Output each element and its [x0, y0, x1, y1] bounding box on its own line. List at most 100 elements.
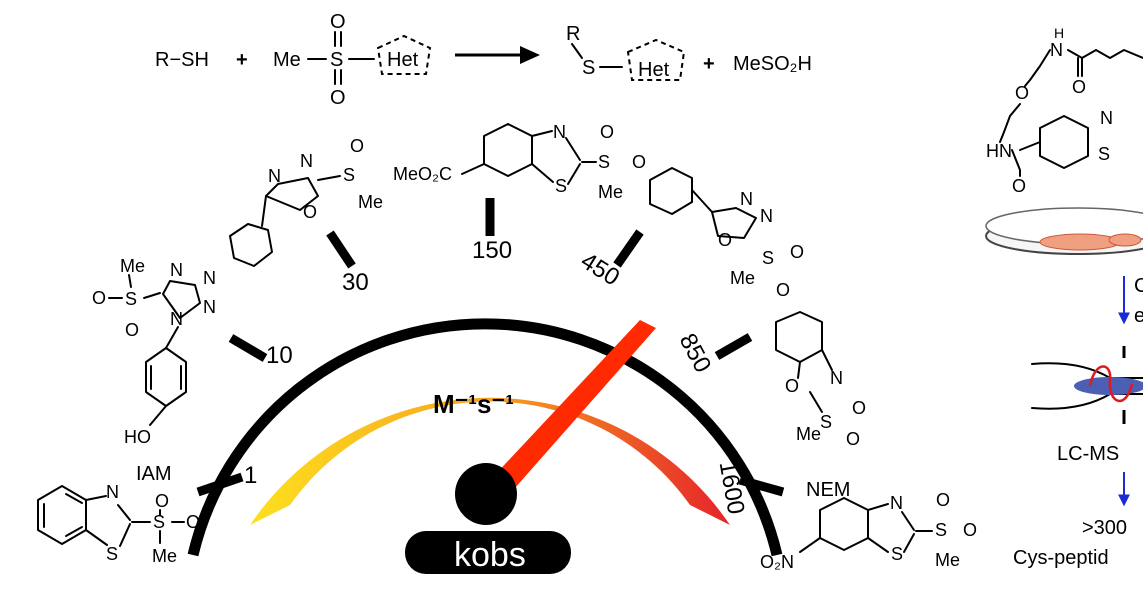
reagent-oxo-top: O	[330, 11, 346, 33]
molecule-4: MeO₂C N S S O O Me	[393, 122, 646, 202]
m6-atom-o3: O	[846, 429, 860, 449]
m2-atom-o2: O	[125, 320, 139, 340]
gauge-outer-rim	[187, 318, 783, 557]
product-heterocycle-ring	[626, 38, 686, 81]
m7-atom-s-ring: S	[891, 544, 903, 564]
m7-atom-o-right: O	[963, 520, 977, 540]
m1-atom-s: S	[153, 512, 165, 532]
m5-atom-o2: O	[790, 242, 804, 262]
m2-atom-n2: N	[203, 268, 216, 288]
gauge-needle	[478, 320, 656, 505]
workflow-result-1: >300	[1082, 517, 1127, 539]
product-het: Het	[638, 59, 670, 81]
tick-label-10: 10	[266, 342, 293, 369]
m7-atom-me: Me	[935, 550, 960, 570]
m7-atom-s: S	[935, 520, 947, 540]
m4-atom-me: Me	[598, 182, 623, 202]
linker-atom-o2: O	[1015, 83, 1029, 103]
m4-atom-s: S	[598, 152, 610, 172]
kobs-label: kobs	[454, 536, 526, 574]
iam-label: IAM	[136, 463, 172, 485]
reactant-thiol: R−SH	[155, 49, 209, 71]
m6-atom-me: Me	[796, 424, 821, 444]
m2-atom-ho: HO	[124, 427, 151, 447]
linker-atom-s: S	[1098, 144, 1110, 164]
m5-atom-n1: N	[740, 189, 753, 209]
m1-atom-s-ring: S	[106, 544, 118, 564]
linker-atom-hn: HN	[986, 141, 1012, 161]
linker-atom-o1: O	[1072, 77, 1086, 97]
molecule-6: N O S O O Me	[775, 311, 866, 449]
m2-atom-o: O	[92, 288, 106, 308]
molecule-7: O₂N N S S O O Me	[760, 490, 977, 572]
m7-atom-o-top: O	[936, 490, 950, 510]
reagent-oxo-bottom: O	[330, 87, 346, 109]
workflow-result-2: Cys-peptid	[1013, 547, 1109, 569]
m4-atom-ester: MeO₂C	[393, 164, 452, 184]
m3-atom-o2: O	[350, 136, 364, 156]
m5-atom-o: O	[718, 230, 732, 250]
byproduct: MeSO₂H	[733, 53, 812, 75]
m1-atom-o-right: O	[186, 512, 200, 532]
nem-label: NEM	[806, 479, 850, 501]
reaction-scheme: R−SH + Me S O O Het R S Het + MeSO₂H	[155, 11, 812, 109]
m2-atom-n1: N	[170, 260, 183, 280]
m2-atom-n3: N	[203, 297, 216, 317]
m4-atom-o-top: O	[600, 122, 614, 142]
m3-atom-me: Me	[358, 192, 383, 212]
molecule-2: Me O S O N N N N HO	[92, 256, 216, 447]
m4-atom-n: N	[553, 122, 566, 142]
m5-atom-me: Me	[730, 268, 755, 288]
m6-atom-s: S	[820, 412, 832, 432]
m3-atom-n2: N	[300, 151, 313, 171]
reagent-sulfur: S	[330, 49, 343, 71]
gauge-color-band	[250, 397, 730, 525]
m2-atom-me: Me	[120, 256, 145, 276]
linker-atom-n: N	[1050, 40, 1063, 60]
linker-atom-h: H	[1054, 25, 1064, 41]
m4-atom-s-ring: S	[555, 176, 567, 196]
tick-label-850: 850	[674, 329, 717, 377]
reagent-methyl: Me	[273, 49, 301, 71]
m2-atom-s: S	[125, 289, 137, 309]
m6-atom-o2: O	[852, 398, 866, 418]
tick-label-1: 1	[244, 462, 257, 489]
m5-atom-o3: O	[776, 280, 790, 300]
m7-atom-n: N	[890, 493, 903, 513]
linker-atom-o3: O	[1012, 176, 1026, 196]
plus-sign-2: +	[703, 53, 715, 75]
gauge-hub	[455, 463, 517, 525]
m6-atom-o: O	[785, 376, 799, 396]
m2-atom-n4: N	[170, 309, 183, 329]
tick-label-150: 150	[472, 237, 512, 264]
m3-atom-s: S	[343, 165, 355, 185]
workflow-panel: H N O O HN O N S C e LC-MS	[985, 25, 1143, 569]
kobs-gauge: 1 10 30 150 450 850 1600 M⁻¹s⁻¹ kobs IAM…	[136, 198, 850, 574]
kobs-badge	[405, 531, 571, 574]
m1-atom-o-top: O	[155, 491, 169, 511]
workflow-step1-line2: e	[1134, 305, 1143, 327]
m1-atom-me: Me	[152, 546, 177, 566]
workflow-step2: LC-MS	[1057, 443, 1119, 465]
m3-atom-o: O	[303, 202, 317, 222]
lcms-column-icon	[1031, 346, 1143, 424]
molecule-1: N S S O O Me	[37, 482, 200, 566]
workflow-step1-line1: C	[1134, 275, 1143, 297]
m3-atom-n1: N	[268, 166, 281, 186]
molecule-5: N N O S O O Me	[649, 167, 804, 300]
m5-atom-s: S	[762, 248, 774, 268]
reagent-het: Het	[387, 49, 419, 71]
rate-unit: M⁻¹s⁻¹	[433, 389, 514, 419]
tick-label-30: 30	[342, 269, 369, 296]
plus-sign: +	[236, 49, 248, 71]
linker-atom-n2: N	[1100, 108, 1113, 128]
m4-atom-o-right: O	[632, 152, 646, 172]
tick-label-450: 450	[576, 247, 624, 291]
cells-icon	[1039, 233, 1121, 251]
m5-atom-n2: N	[760, 206, 773, 226]
m6-atom-n: N	[830, 368, 843, 388]
product-sulfur: S	[582, 57, 595, 79]
m7-atom-no2: O₂N	[760, 552, 794, 572]
molecule-3: N N O S O Me	[229, 136, 383, 267]
